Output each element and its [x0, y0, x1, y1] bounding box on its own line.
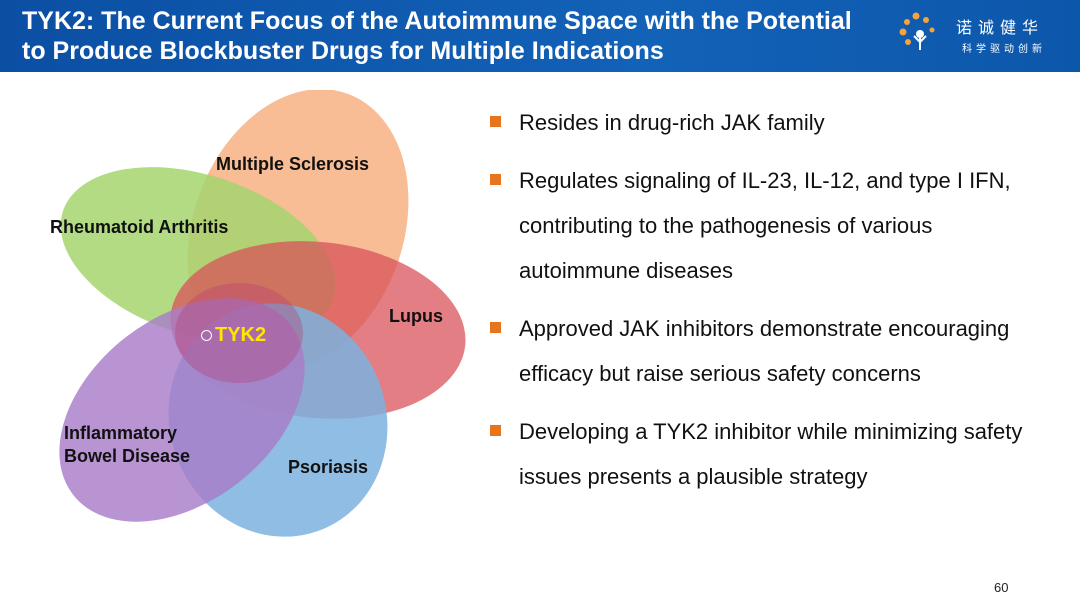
page-number: 60 [994, 580, 1009, 595]
label-rheumatoid-arthritis: Rheumatoid Arthritis [50, 217, 229, 237]
company-logo: 诺诚健华 科学驱动创新 [896, 10, 1066, 64]
label-ibd-line2: Bowel Disease [64, 446, 191, 466]
bullet-text: Approved JAK inhibitors demonstrate enco… [519, 316, 1010, 386]
venn-center-region [175, 283, 303, 383]
bullet-item: Resides in drug-rich JAK family [488, 100, 1048, 145]
logo-company-name: 诺诚健华 [956, 18, 1045, 37]
center-label: TYK2 [201, 324, 266, 347]
venn-diagram [59, 90, 466, 537]
slide-header: TYK2: The Current Focus of the Autoimmun… [0, 0, 1080, 72]
square-bullet-icon [490, 116, 501, 127]
bullet-list: Resides in drug-rich JAK family Regulate… [488, 100, 1048, 512]
bullet-item: Developing a TYK2 inhibitor while minimi… [488, 409, 1048, 499]
logo-tagline: 科学驱动创新 [962, 44, 1046, 55]
bullet-item: Approved JAK inhibitors demonstrate enco… [488, 306, 1048, 396]
center-label-text: TYK2 [215, 324, 267, 346]
slide-title: TYK2: The Current Focus of the Autoimmun… [22, 7, 852, 65]
bullet-text: Regulates signaling of IL-23, IL-12, and… [519, 168, 1011, 283]
bullet-item: Regulates signaling of IL-23, IL-12, and… [488, 158, 1048, 293]
label-multiple-sclerosis: Multiple Sclerosis [216, 154, 370, 174]
label-lupus: Lupus [389, 306, 443, 326]
bullet-text: Resides in drug-rich JAK family [519, 110, 825, 135]
circle-icon [201, 330, 212, 341]
logo-dots-icon [899, 12, 935, 50]
label-psoriasis: Psoriasis [288, 457, 369, 477]
square-bullet-icon [490, 322, 501, 333]
bullet-text: Developing a TYK2 inhibitor while minimi… [519, 419, 1023, 489]
label-inflammatory-bowel-disease: Inflammatory Bowel Disease [64, 422, 190, 468]
label-ibd-line1: Inflammatory [64, 423, 178, 443]
square-bullet-icon [490, 174, 501, 185]
petal-inflammatory-bowel-disease [59, 298, 305, 522]
square-bullet-icon [490, 425, 501, 436]
